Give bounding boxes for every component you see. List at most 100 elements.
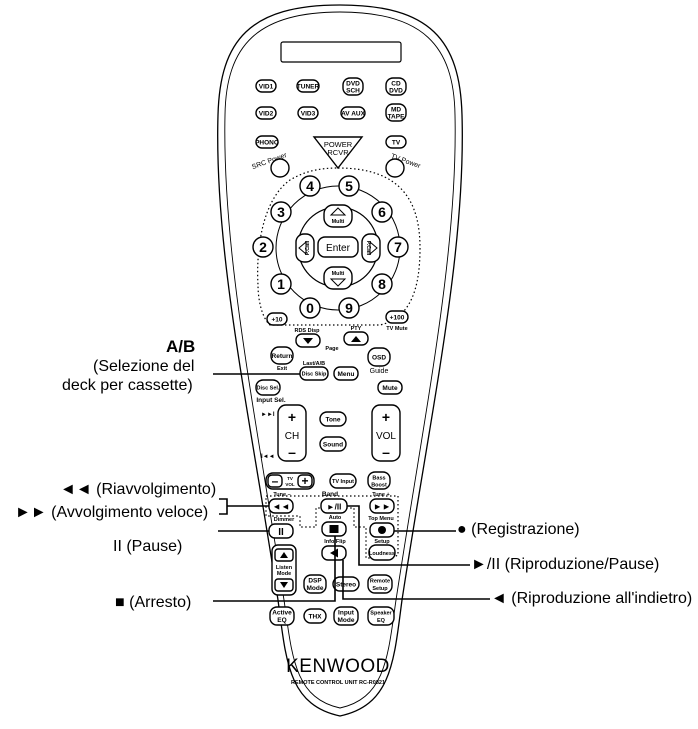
svg-text:Bass: Bass bbox=[372, 476, 385, 482]
guide-label: Guide bbox=[370, 368, 389, 375]
digit-7-button[interactable]: 7 bbox=[387, 236, 409, 258]
brand-logo: KENWOOD bbox=[286, 656, 390, 677]
plus100-button[interactable]: +100 bbox=[385, 310, 409, 324]
page-up-button[interactable] bbox=[343, 331, 369, 346]
enter-button[interactable]: Enter bbox=[317, 236, 359, 258]
svg-text:3: 3 bbox=[277, 204, 285, 220]
stop-button[interactable] bbox=[321, 521, 347, 537]
svg-text:P.Call: P.Call bbox=[305, 240, 311, 255]
digit-8-button[interactable]: 8 bbox=[371, 273, 393, 295]
vid1-label: VID1 bbox=[259, 84, 274, 91]
mute-button[interactable]: Mute bbox=[377, 380, 403, 395]
svg-text:VID2: VID2 bbox=[259, 111, 274, 118]
p-call-right-button[interactable]: P.Call bbox=[361, 233, 381, 263]
transport-dotted-outline bbox=[265, 495, 399, 559]
label-stop: ■ (Arresto) bbox=[115, 594, 192, 611]
svg-text:5: 5 bbox=[345, 178, 353, 194]
sound-button[interactable]: Sound bbox=[319, 436, 347, 452]
tv-input-button[interactable]: TV Input bbox=[329, 473, 357, 489]
ch-rocker[interactable]: + CH – bbox=[277, 404, 307, 462]
vid1-button[interactable]: VID1 bbox=[255, 79, 277, 93]
svg-text:Remote: Remote bbox=[370, 579, 390, 585]
svg-text:THX: THX bbox=[309, 614, 323, 621]
svg-text:Mode: Mode bbox=[277, 571, 291, 577]
rewind-icon: ◄◄ bbox=[272, 502, 290, 512]
label-play-pause: ►/II (Riproduzione/Pause) bbox=[471, 556, 660, 573]
listen-mode-up-icon bbox=[280, 552, 288, 558]
svg-text:Disc Sel.: Disc Sel. bbox=[257, 386, 280, 392]
svg-text:4: 4 bbox=[306, 178, 314, 194]
tuner-button[interactable]: TUNER bbox=[296, 79, 320, 93]
svg-text:DSP: DSP bbox=[308, 578, 322, 585]
pty-label: PTY bbox=[351, 326, 362, 332]
plus10-button[interactable]: +10 bbox=[266, 312, 288, 326]
svg-text:VOL: VOL bbox=[376, 431, 396, 442]
ch-up-icon: + bbox=[288, 409, 296, 425]
disc-skip-button[interactable]: Disc Skip bbox=[299, 366, 329, 381]
svg-text:9: 9 bbox=[345, 300, 353, 316]
play-pause-icon: ►/II bbox=[327, 503, 342, 512]
phono-button[interactable]: PHONO bbox=[255, 135, 279, 149]
page-down-button[interactable] bbox=[295, 333, 321, 348]
fast-forward-button[interactable]: ►► bbox=[369, 498, 395, 514]
menu-button[interactable]: Menu bbox=[333, 366, 359, 381]
digit-1-button[interactable]: 1 bbox=[270, 273, 292, 295]
thx-button[interactable]: THX bbox=[303, 608, 327, 624]
disc-sel-button[interactable]: Disc Sel. bbox=[255, 379, 281, 396]
loudness-button[interactable]: Loudness bbox=[368, 544, 396, 561]
vol-rocker[interactable]: + VOL – bbox=[371, 404, 401, 462]
tv-mute-label: TV Mute bbox=[386, 326, 407, 332]
play-pause-button[interactable]: ►/II bbox=[320, 498, 348, 514]
pause-button[interactable]: II bbox=[268, 523, 294, 539]
record-button[interactable] bbox=[369, 522, 395, 538]
svg-text:Boost: Boost bbox=[371, 483, 387, 489]
reverse-play-button[interactable] bbox=[321, 545, 347, 561]
digit-2-button[interactable]: 2 bbox=[252, 236, 274, 258]
p-call-left-button[interactable]: P.Call bbox=[295, 233, 315, 263]
model-label: REMOTE CONTROL UNIT RC-R0821 bbox=[291, 680, 385, 686]
digit-5-button[interactable]: 5 bbox=[338, 175, 360, 197]
return-button[interactable]: Return bbox=[270, 346, 294, 365]
fast-forward-icon: ►► bbox=[373, 502, 391, 512]
osd-button[interactable]: OSD bbox=[367, 347, 391, 367]
listen-mode-rocker[interactable]: Listen Mode bbox=[271, 544, 297, 596]
svg-text:TAPE: TAPE bbox=[388, 114, 406, 121]
power-rcvr-button[interactable]: POWER RCVR bbox=[312, 136, 364, 170]
tone-button[interactable]: Tone bbox=[319, 411, 347, 427]
tv-vol-rocker[interactable]: – + TV VOL bbox=[265, 472, 315, 490]
rewind-button[interactable]: ◄◄ bbox=[268, 498, 294, 514]
svg-text:Mode: Mode bbox=[338, 617, 355, 624]
svg-text:0: 0 bbox=[306, 300, 314, 316]
input-sel-label: Input Sel. bbox=[256, 397, 285, 404]
digit-3-button[interactable]: 3 bbox=[270, 201, 292, 223]
multi-down-button[interactable]: Multi bbox=[323, 266, 353, 290]
tune-plus-label: Tune + bbox=[372, 492, 389, 498]
digit-0-button[interactable]: 0 bbox=[299, 297, 321, 319]
svg-text:TV Input: TV Input bbox=[332, 479, 354, 485]
digit-9-button[interactable]: 9 bbox=[338, 297, 360, 319]
leader-stop bbox=[213, 536, 336, 602]
svg-text:Input: Input bbox=[338, 610, 355, 617]
vid2-button[interactable]: VID2 bbox=[255, 106, 277, 120]
digit-6-button[interactable]: 6 bbox=[371, 201, 393, 223]
leader-rewind-ffwd bbox=[219, 498, 269, 515]
tv-button[interactable]: TV bbox=[385, 135, 407, 149]
multi-up-button[interactable]: Multi bbox=[323, 204, 353, 228]
av-aux-button[interactable]: AV AUX bbox=[340, 106, 366, 120]
vid3-button[interactable]: VID3 bbox=[297, 106, 319, 120]
svg-text:Stereo: Stereo bbox=[336, 582, 356, 589]
svg-text:TV: TV bbox=[392, 140, 401, 147]
digit-4-button[interactable]: 4 bbox=[299, 175, 321, 197]
svg-text:Enter: Enter bbox=[326, 243, 351, 254]
stereo-button[interactable]: Stereo bbox=[332, 576, 360, 592]
record-icon bbox=[378, 526, 386, 534]
